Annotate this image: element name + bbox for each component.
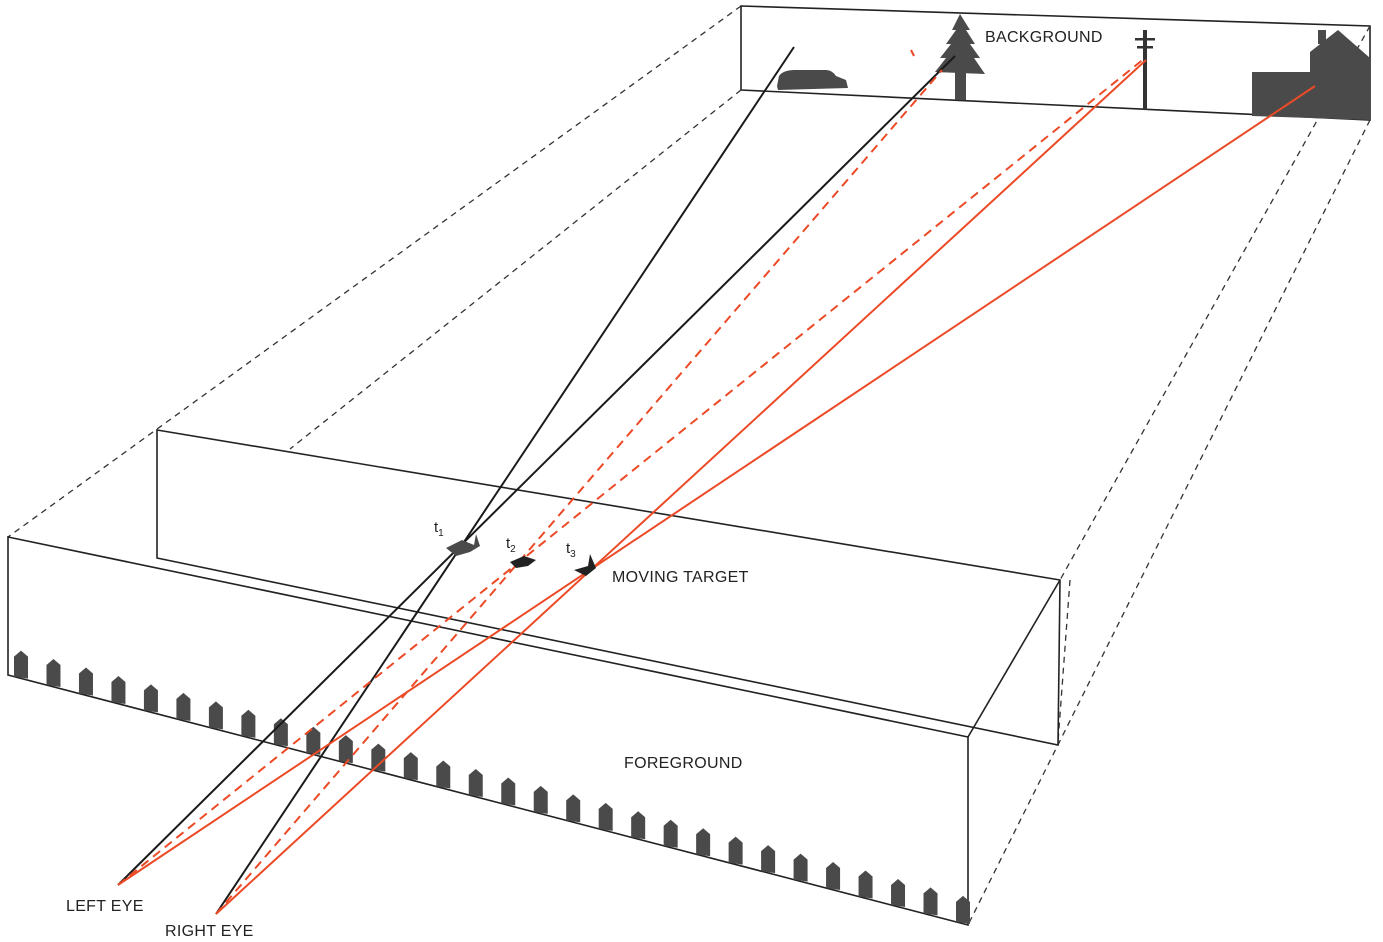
target-t1-icon xyxy=(446,534,480,556)
right-floor-dashed-edge xyxy=(967,119,1371,926)
background-label: BACKGROUND xyxy=(985,29,1103,46)
left-eye-red-dashed-ray xyxy=(117,57,1146,886)
fence-picket-icon xyxy=(923,887,938,916)
left-floor-dashed-edge xyxy=(289,89,742,450)
utility-pole-icon xyxy=(1135,30,1155,110)
left-eye-label: LEFT EYE xyxy=(66,898,144,915)
fence-picket-icon xyxy=(273,718,288,747)
fence-picket-icon xyxy=(858,870,873,899)
t1-label: t1 xyxy=(434,519,444,539)
fence-picket-icon xyxy=(533,785,548,814)
fence-picket-icon xyxy=(728,836,743,865)
sight-rays xyxy=(117,46,1316,915)
fence-picket-icon xyxy=(78,667,93,696)
right-eye-red-dashed-ray xyxy=(215,69,943,915)
fence-picket-icon xyxy=(761,845,776,874)
fence-picket-icon xyxy=(143,684,158,713)
target-t3-icon xyxy=(574,554,596,576)
fence-picket-icon xyxy=(208,701,223,730)
stray-red-mark xyxy=(910,49,915,57)
fence-picket-icon xyxy=(436,760,451,789)
right-eye-red-solid-ray xyxy=(215,59,1147,915)
fence-picket-icon xyxy=(663,819,678,848)
fence-picket-icon xyxy=(306,726,321,755)
left-top-dashed-edge xyxy=(7,5,742,538)
moving-target-label: MOVING TARGET xyxy=(612,569,749,586)
foreground-panel xyxy=(7,536,1061,927)
fence-picket-icon xyxy=(241,709,256,738)
foreground-panel-face xyxy=(7,536,969,927)
fence-picket-icon xyxy=(566,794,581,823)
background-panel xyxy=(7,5,1371,926)
right-eye-label: RIGHT EYE xyxy=(165,923,254,940)
right-eye-black-ray-car xyxy=(215,46,795,915)
foreground-top-right-edge xyxy=(967,579,1061,738)
fence-picket-icon xyxy=(696,828,711,857)
target-panel-face xyxy=(156,429,1061,746)
fence-picket-icon xyxy=(371,743,386,772)
target-t2-icon xyxy=(510,556,536,568)
t2-label: t2 xyxy=(506,535,516,555)
fence-picket-icon xyxy=(891,878,906,907)
fence-picket-icon xyxy=(338,735,353,764)
fence-picket-icon xyxy=(403,752,418,781)
fence-picket-icon xyxy=(46,659,61,688)
fence-picket-icon xyxy=(793,853,808,882)
foreground-label: FOREGROUND xyxy=(624,755,743,772)
fence-picket-icon xyxy=(111,675,126,704)
fence-picket-icon xyxy=(598,802,613,831)
right-top-dashed-edge xyxy=(1059,25,1371,581)
left-eye-red-solid-ray xyxy=(117,85,1316,886)
fence-picket-icon xyxy=(956,895,970,924)
fence-picket-icon xyxy=(631,811,646,840)
fence-picket-icon xyxy=(14,650,28,679)
fence-picket-icon xyxy=(501,777,516,806)
fence xyxy=(14,650,970,924)
fence-picket-icon xyxy=(468,768,483,797)
house-icon xyxy=(1252,30,1370,120)
target-panel xyxy=(156,429,1061,746)
tree-icon xyxy=(935,14,985,100)
fence-picket-icon xyxy=(176,692,191,721)
car-icon xyxy=(777,70,848,90)
t3-label: t3 xyxy=(566,540,576,560)
left-eye-black-ray-tree xyxy=(117,55,956,886)
fence-picket-icon xyxy=(826,862,841,891)
mid-right-dashed-edge xyxy=(1057,579,1071,743)
